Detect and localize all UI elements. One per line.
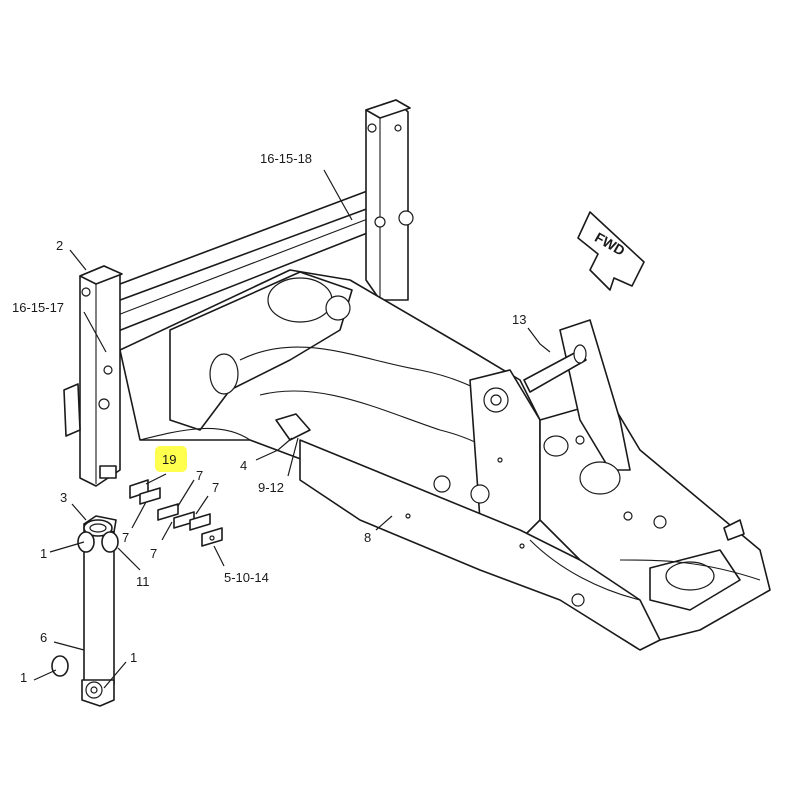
upper-cross-beam [103, 189, 381, 336]
callout-highlight [155, 446, 187, 472]
callout-1-c: 1 [130, 650, 137, 665]
callout-8: 8 [364, 530, 371, 545]
left-upright-post [63, 265, 123, 487]
callout-2: 2 [56, 238, 63, 253]
callout-7-c: 7 [122, 530, 129, 545]
front-nose-frame [539, 319, 771, 641]
callout-1-a: 1 [40, 546, 47, 561]
callout-3: 3 [60, 490, 67, 505]
front-side-plate [407, 369, 541, 541]
leader-lines [33, 169, 551, 689]
lift-cylinder [51, 515, 119, 707]
callout-7-a: 7 [196, 468, 203, 483]
callout-19: 19 [162, 452, 176, 467]
callout-6: 6 [40, 630, 47, 645]
callout-7-b: 7 [212, 480, 219, 495]
callout-9-12: 9-12 [258, 480, 284, 495]
callout-7-d: 7 [150, 546, 157, 561]
callout-5-10-14: 5-10-14 [224, 570, 269, 585]
callout-13: 13 [512, 312, 526, 327]
shim-stack [129, 479, 223, 547]
front-crossbar [523, 344, 587, 393]
callout-4: 4 [240, 458, 247, 473]
callout-16-15-18: 16-15-18 [260, 151, 312, 166]
wear-pad [275, 413, 311, 441]
callout-1-b: 1 [20, 670, 27, 685]
callout-11: 11 [136, 574, 150, 589]
forward-direction-arrow: FWD [577, 211, 645, 291]
callout-labels: 16-15-18 2 16-15-17 13 19 7 7 7 7 4 9-12… [12, 151, 526, 685]
callout-16-15-17: 16-15-17 [12, 300, 64, 315]
lower-frame-rail [299, 439, 661, 651]
right-upright-post [365, 99, 414, 301]
